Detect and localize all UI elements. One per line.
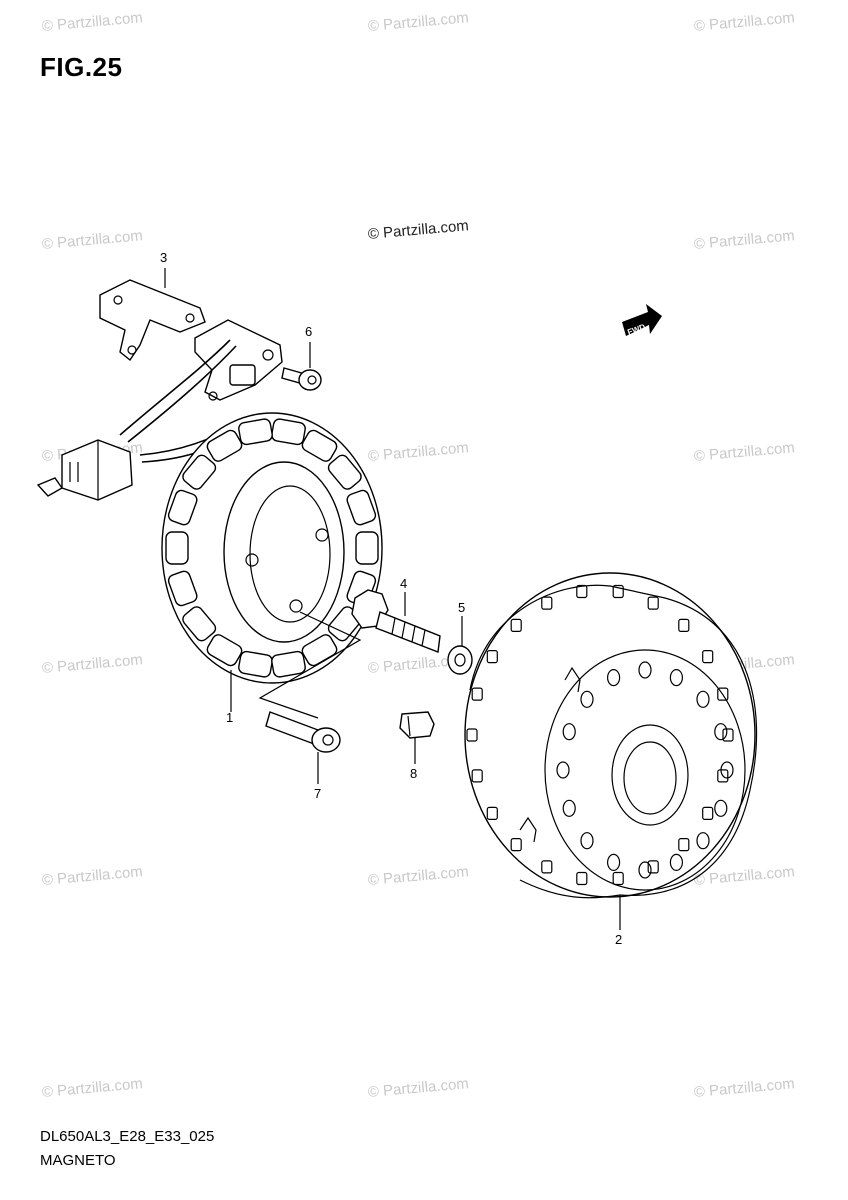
rotor-slot [612,871,624,886]
washer-part [447,645,473,675]
callout-1: 1 [226,710,233,725]
rotor-hole [669,853,684,872]
callout-4: 4 [400,576,407,591]
stator-coil [327,454,362,490]
rotor-slot [510,837,522,852]
rotor-slot [717,687,729,701]
rotor-slot [471,769,483,783]
stator-screw-part [265,711,341,753]
rotor-slot [647,596,659,610]
stator-coil [271,650,306,678]
rotor-slot [541,860,553,874]
rotor-hole [720,761,734,779]
rotor-hole [580,690,594,708]
stator-part [161,412,383,684]
rotor-bolt-part [351,589,441,653]
rotor-slot [510,618,522,633]
rotor-slot [702,806,714,821]
rotor-slot [541,596,553,610]
rotor-hole [606,668,621,687]
rotor-slot [466,728,478,742]
rotor-holes [466,584,734,886]
stator-coil [346,489,377,526]
fwd-arrow-icon: FWD [622,304,662,337]
callout-6: 6 [305,324,312,339]
stator-coil [238,650,273,678]
rotor-hole [562,799,576,817]
rotor-hole [638,661,652,679]
flywheel-rotor-part [464,572,758,899]
rotor-slot [612,584,624,599]
stator-coil [271,418,306,446]
key-part [399,711,435,739]
stator-coil [301,429,338,462]
stator-coil [238,418,273,446]
callout-3: 3 [160,250,167,265]
stator-coil [206,634,243,667]
rotor-slot [576,871,588,886]
rotor-slot [486,649,498,664]
rotor-slot [722,728,734,742]
rotor-slot [678,837,690,852]
rotor-slot [471,687,483,701]
callout-5: 5 [458,600,465,615]
rotor-slot [576,584,588,599]
rotor-slot [702,649,714,664]
callout-2: 2 [615,932,622,947]
rotor-slot [647,860,659,874]
diagram-name: MAGNETO [40,1152,116,1169]
stator-coil [165,531,189,565]
rotor-hole [714,799,728,817]
callout-7: 7 [314,786,321,801]
rotor-hole [714,723,728,741]
stator-coil [182,606,217,642]
diagram-code: DL650AL3_E28_E33_025 [40,1128,215,1145]
stator-coil [182,454,217,490]
rotor-hole [638,861,652,879]
bracket-screw-part [281,367,322,391]
stator-coil [167,570,198,607]
rotor-hole [696,832,710,850]
figure-title: FIG.25 [40,52,123,82]
rotor-hole [606,853,621,872]
stator-coil [167,489,198,526]
bracket-harness-part [36,279,283,501]
stator-coil [206,429,243,462]
stator-coil [355,531,379,565]
rotor-slot [717,769,729,783]
rotor-hole [562,723,576,741]
rotor-hole [556,761,570,779]
rotor-hole [669,668,684,687]
rotor-hole [696,690,710,708]
callout-8: 8 [410,766,417,781]
rotor-slot [678,618,690,633]
rotor-slot [486,806,498,821]
rotor-hole [580,832,594,850]
